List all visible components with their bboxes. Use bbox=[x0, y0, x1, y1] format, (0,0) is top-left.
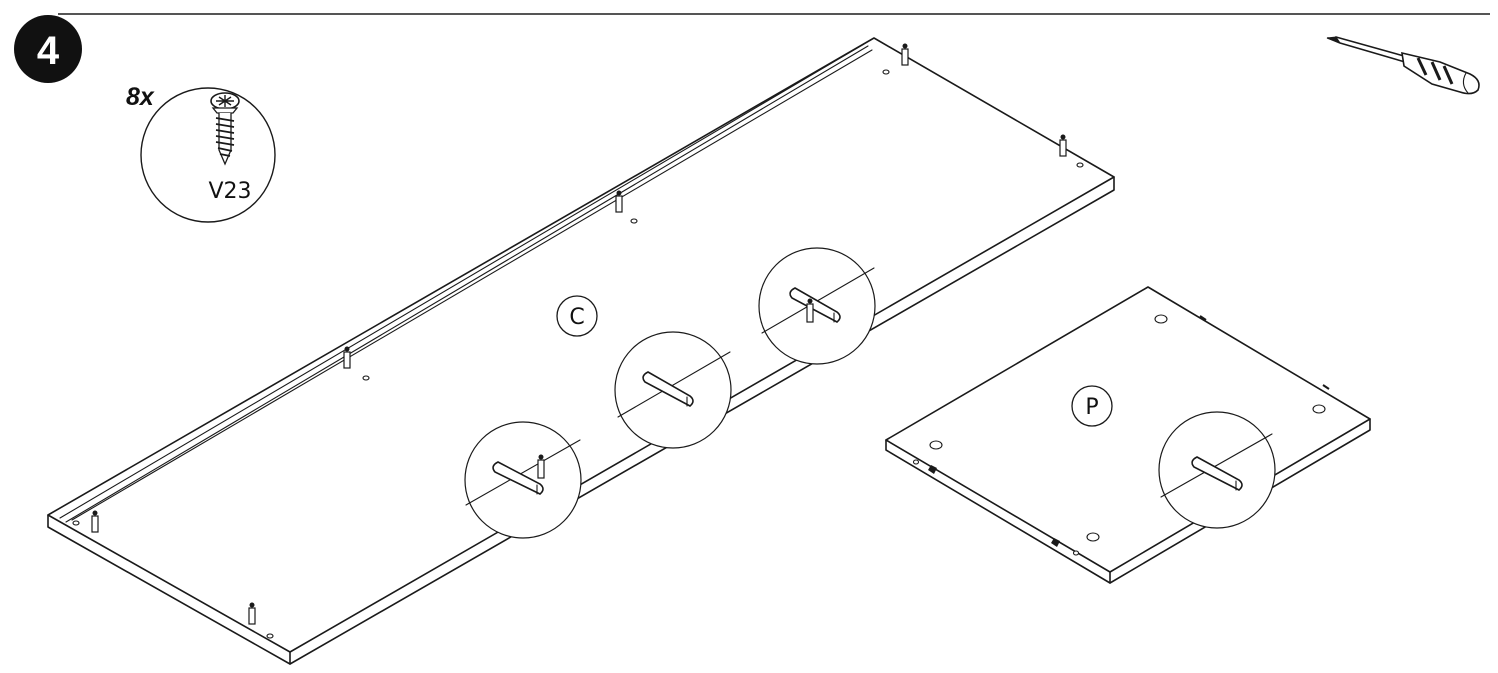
fastener-code: V23 bbox=[208, 179, 251, 204]
dowel-detail bbox=[1158, 411, 1276, 529]
pin bbox=[615, 190, 623, 213]
dowel-detail bbox=[464, 421, 582, 539]
pin bbox=[343, 346, 351, 369]
panel-p: P bbox=[885, 286, 1371, 584]
screwdriver-icon bbox=[1326, 36, 1480, 95]
dowel-detail bbox=[758, 247, 876, 365]
dowel-detail bbox=[614, 331, 732, 449]
step-number: 4 bbox=[37, 29, 60, 73]
pin bbox=[91, 510, 99, 533]
fastener-quantity: 8x bbox=[126, 83, 155, 111]
pin bbox=[248, 602, 256, 625]
pin bbox=[901, 43, 909, 66]
part-label-p: P bbox=[1085, 395, 1098, 420]
pin bbox=[1059, 134, 1067, 157]
panel-c: C bbox=[47, 37, 1115, 665]
screw-icon bbox=[210, 92, 240, 166]
fastener-callout: 8x V23 bbox=[126, 83, 276, 223]
step-number-badge: 4 bbox=[14, 15, 82, 83]
part-label-c: C bbox=[569, 305, 584, 330]
